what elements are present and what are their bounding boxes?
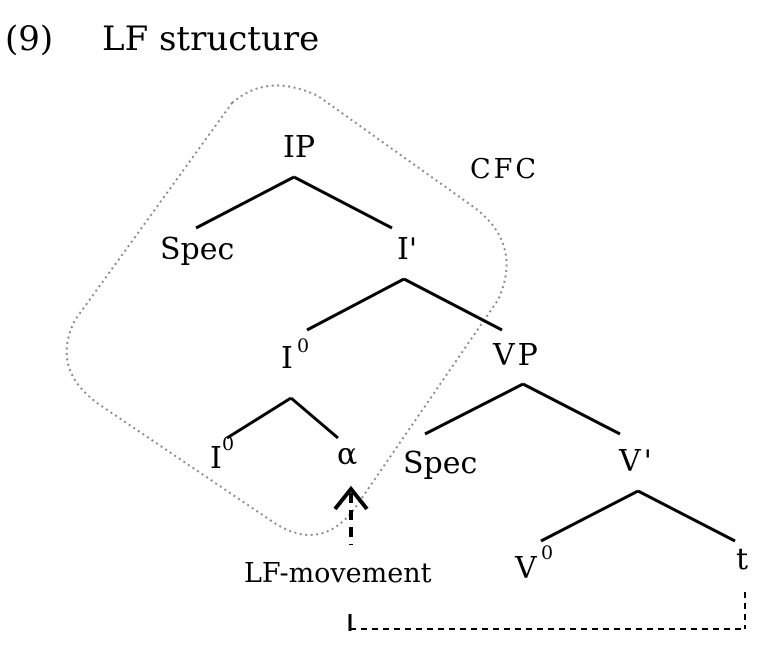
movement-label: LF-movement [244,558,432,589]
branch-ibar-vp [403,277,503,332]
example-title: LF structure [102,19,319,59]
cfc-region-outline [65,84,508,536]
node-alpha: α [337,437,357,472]
node-vp: VP [492,338,541,373]
cfc-label: CFC [470,154,539,185]
node-spec-ip: Spec [160,232,234,267]
tree-branches [195,175,736,543]
node-spec-vp: Spec [403,446,477,481]
arrow-head-icon [333,485,369,511]
branch-ibar-i0 [306,277,405,332]
branch-ip-spec [195,175,295,230]
node-i-bar: I' [397,232,417,267]
branch-vp-spec [424,382,524,436]
node-v-bar: V' [618,444,655,479]
node-ip: IP [283,130,315,165]
branch-ip-ibar [293,175,393,230]
svg-text:I: I [281,341,293,376]
svg-text:I: I [210,441,222,476]
branch-i0-alpha [290,396,339,440]
svg-text:V: V [514,551,538,586]
node-i0-head: I 0 [281,335,309,376]
branch-vp-vbar [522,382,621,436]
svg-text:0: 0 [297,335,309,357]
node-trace: t [736,542,748,577]
node-v0: V 0 [514,542,553,586]
svg-text:0: 0 [541,542,553,564]
node-i0-low: I 0 [210,433,234,476]
branch-vbar-t [637,489,736,543]
branch-vbar-v0 [540,489,639,543]
trace-path [348,592,746,631]
svg-text:0: 0 [222,433,234,455]
example-number: (9) [5,19,53,59]
branch-i0-i0 [226,396,292,440]
movement-arrow [333,485,369,545]
